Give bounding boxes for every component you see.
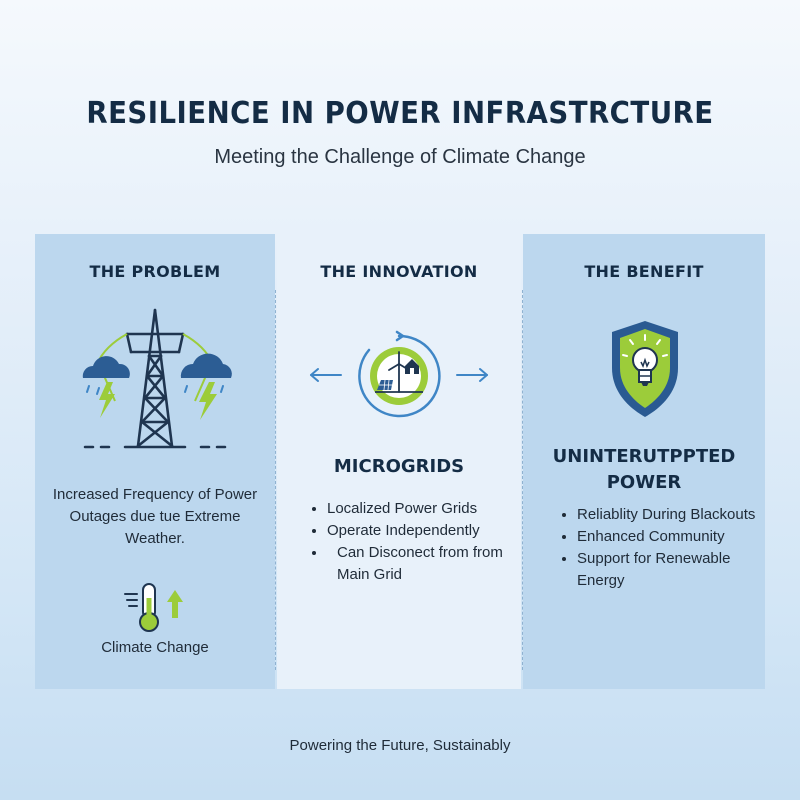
arrow-left-icon xyxy=(310,368,342,382)
microgrid-icon xyxy=(358,330,441,418)
arrow-right-icon xyxy=(456,368,488,382)
innovation-bullets: Localized Power Grids Operate Independen… xyxy=(309,498,527,586)
storm-cloud-icon xyxy=(82,356,130,418)
benefit-bullet-3: Support for Renewable Energy xyxy=(577,548,777,592)
problem-panel: THE PROBLEM xyxy=(35,234,275,689)
innovation-bullet-2: Operate Independently xyxy=(327,520,527,542)
problem-heading: THE PROBLEM xyxy=(89,262,221,281)
innovation-heading: THE INNOVATION xyxy=(320,262,478,281)
divider-right xyxy=(522,290,523,670)
climate-change-label: Climate Change xyxy=(101,639,209,656)
benefit-bullets: Reliablity During Blackouts Enhanced Com… xyxy=(559,504,777,592)
innovation-bullet-1: Localized Power Grids xyxy=(327,498,527,520)
shield-lightbulb-icon xyxy=(612,321,678,417)
innovation-panel: THE INNOVATION xyxy=(277,234,521,689)
uninterrupted-power-label: UNINTERUTPPTED POWER xyxy=(552,446,736,493)
arrow-up-icon xyxy=(167,590,183,618)
page-title: RESILIENCE IN POWER INFRASTRCTURE xyxy=(86,96,714,131)
transmission-tower-icon xyxy=(82,308,232,449)
benefit-bullet-2: Enhanced Community xyxy=(577,526,777,548)
problem-description: Increased Frequency of Power Outages due… xyxy=(52,486,258,547)
microgrids-label: MICROGRIDS xyxy=(333,456,465,477)
page-subtitle: Meeting the Challenge of Climate Change xyxy=(214,146,586,168)
benefit-panel: THE BENEFIT UNINTERUTPPTED POWER Reliabl… xyxy=(523,234,765,689)
benefit-heading: THE BENEFIT xyxy=(584,262,704,281)
innovation-bullet-3: Can Disconect from from Main Grid xyxy=(327,542,527,586)
divider-left xyxy=(275,290,276,670)
thermometer-icon xyxy=(124,583,183,632)
benefit-bullet-1: Reliablity During Blackouts xyxy=(577,504,777,526)
footer-tagline: Powering the Future, Sustainably xyxy=(289,737,511,754)
